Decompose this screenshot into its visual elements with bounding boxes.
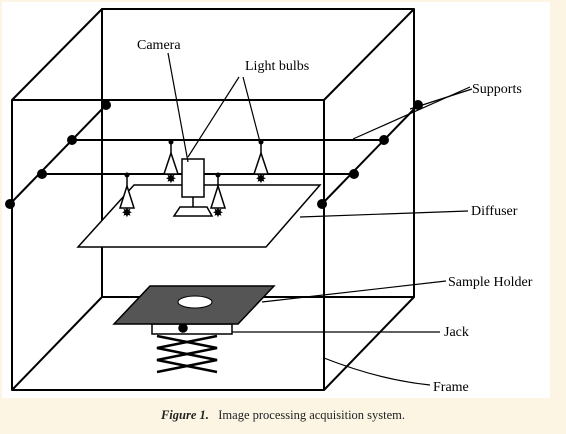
caption-number: Figure 1. (160, 408, 209, 422)
diffuser-label: Diffuser (471, 204, 518, 219)
light-bulbs: ✸ ✸ ✸ ✸ (118, 139, 270, 221)
support-rod-right (321, 104, 419, 205)
frame-edge (11, 8, 103, 101)
camera-leader (167, 52, 189, 163)
joint (37, 169, 47, 179)
light-bulbs-leader-left (187, 76, 240, 158)
frame-edge (11, 296, 103, 391)
frame-edge (323, 296, 415, 391)
joint (379, 135, 389, 145)
frame-label: Frame (433, 380, 469, 395)
figure-caption: Figure 1. Image processing acquisition s… (0, 408, 566, 423)
light-bulb: ✸ (118, 172, 136, 221)
jack-label: Jack (444, 325, 469, 340)
supports-leader-b (409, 88, 473, 110)
light-bulb: ✸ (209, 172, 227, 221)
joint (317, 199, 327, 209)
apparatus-diagram: ✸ ✸ ✸ ✸ (5, 8, 533, 395)
light-bulb: ✸ (162, 139, 180, 187)
sample-holder-opening (177, 295, 213, 309)
light-bulb: ✸ (252, 139, 270, 187)
camera-base (172, 206, 214, 217)
leader-lines (167, 52, 473, 386)
diagram-panel: ✸ ✸ ✸ ✸ (2, 2, 550, 398)
joint (101, 100, 111, 110)
frame-edge (323, 8, 415, 101)
support-joints (5, 100, 423, 209)
caption-text: Image processing acquisition system. (218, 408, 406, 422)
jack-screw (178, 323, 188, 333)
jack (151, 323, 233, 374)
camera-label: Camera (137, 38, 181, 53)
svg-text:✸: ✸ (213, 206, 224, 221)
joint (5, 199, 15, 209)
light-bulbs-label: Light bulbs (245, 59, 309, 74)
svg-text:✸: ✸ (256, 172, 267, 187)
joint (67, 135, 77, 145)
camera (172, 158, 214, 217)
joint (349, 169, 359, 179)
diffuser-leader (299, 210, 469, 218)
svg-text:✸: ✸ (122, 206, 133, 221)
support-rod-left (9, 104, 107, 205)
sample-holder-label: Sample Holder (448, 275, 533, 290)
camera-body (181, 158, 205, 198)
supports-label: Supports (472, 82, 522, 97)
jack-top-plate (151, 323, 233, 335)
sample-holder-leader (261, 280, 447, 303)
light-bulbs-leader-right (242, 76, 261, 143)
frame-leader (323, 357, 431, 386)
svg-text:✸: ✸ (166, 172, 177, 187)
jack-scissor-b (156, 334, 218, 374)
frame-front-face (11, 99, 325, 391)
